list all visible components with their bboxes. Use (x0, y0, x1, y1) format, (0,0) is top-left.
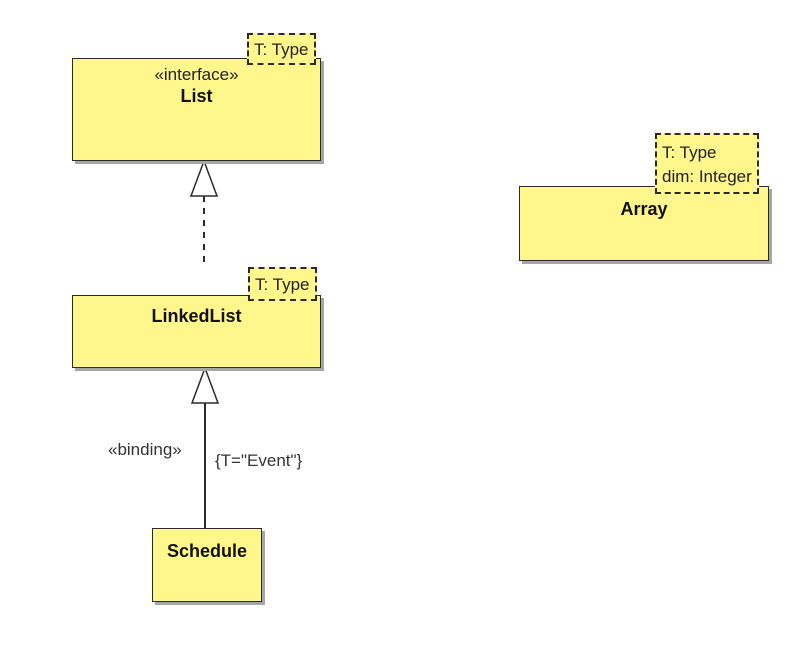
array-template-param-dim: dim: Integer (662, 167, 752, 186)
binding-stereotype-label: «binding» (108, 440, 182, 459)
list-template-param[interactable]: T: Type (247, 33, 316, 65)
linkedlist-template-param-text: T: Type (255, 275, 310, 294)
realization-arrowhead (189, 158, 219, 197)
schedule-name: Schedule (166, 541, 248, 561)
array-template-param-t: T: Type (662, 143, 717, 162)
class-schedule[interactable]: Schedule (152, 528, 262, 602)
array-name: Array (620, 199, 668, 219)
class-array[interactable]: Array (519, 186, 769, 261)
list-template-param-text: T: Type (254, 40, 309, 59)
list-name: List (180, 86, 213, 106)
class-list[interactable]: «interface» List (72, 58, 321, 161)
linkedlist-template-param[interactable]: T: Type (248, 267, 317, 301)
array-template-params[interactable]: T: Type dim: Integer (655, 133, 759, 194)
binding-substitution-label: {T="Event"} (215, 451, 303, 470)
linkedlist-name: LinkedList (151, 306, 242, 326)
list-stereotype: «interface» (154, 65, 239, 84)
binding-arrowhead (190, 365, 220, 404)
class-linkedlist[interactable]: LinkedList (72, 295, 321, 368)
